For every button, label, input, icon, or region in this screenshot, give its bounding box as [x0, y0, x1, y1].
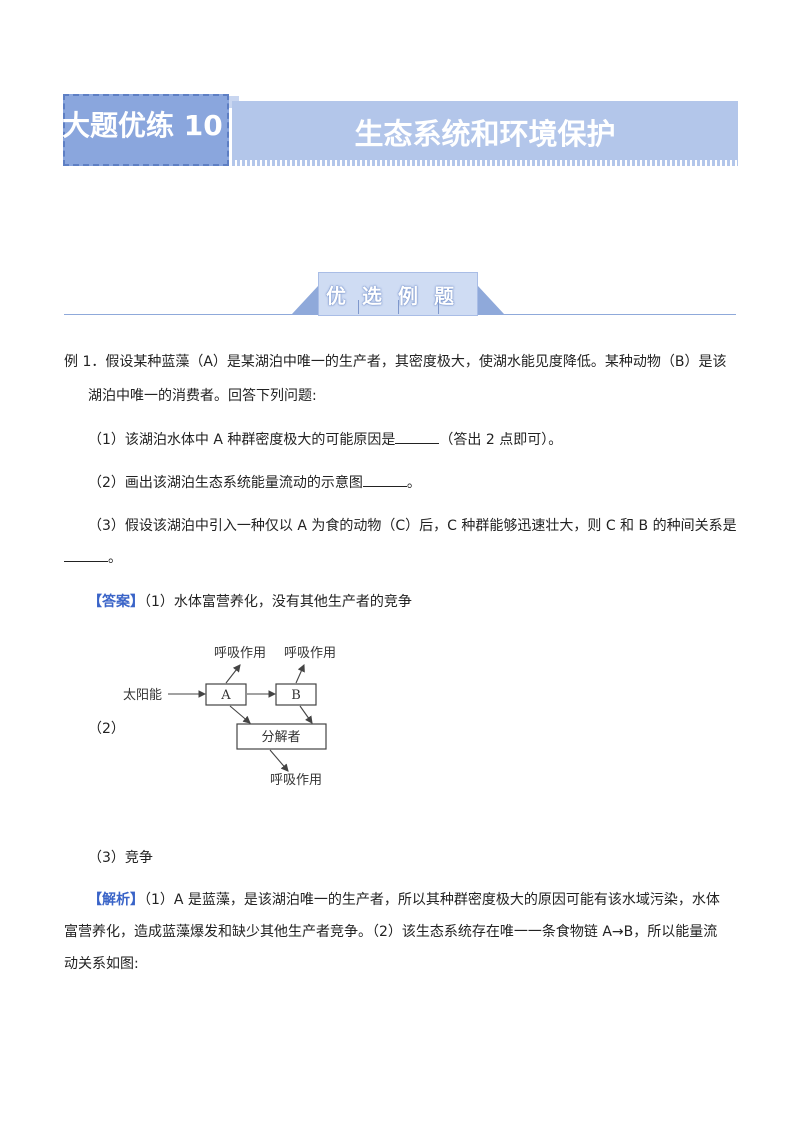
respiration-b-label: 呼吸作用: [284, 646, 336, 661]
node-a-label: A: [220, 688, 231, 703]
question-part-1-tail: （答出 2 点即可）。: [439, 432, 563, 448]
section-dash: [398, 300, 399, 314]
chapter-tag: [63, 94, 229, 166]
answer-label: 【答案】: [88, 594, 144, 610]
question-part-3-line2: 。: [64, 548, 122, 568]
question-part-2-tail: 。: [406, 475, 421, 491]
section-dash: [358, 300, 359, 314]
answer-1-text: （1）水体富营养化，没有其他生产者的竞争: [144, 594, 412, 610]
answer-2-label: （2）: [88, 721, 125, 737]
answer-blank: [362, 474, 407, 487]
solar-energy-label: 太阳能: [123, 688, 162, 703]
question-part-2: （2）画出该湖泊生态系统能量流动的示意图 。: [88, 473, 421, 493]
section-title: 优选例题: [326, 284, 470, 308]
energy-flow-diagram: 呼吸作用 呼吸作用 太阳能 A B 分解者 呼吸作用: [123, 646, 336, 788]
question-part-1: （1）该湖泊水体中 A 种群密度极大的可能原因是 （答出 2 点即可）。: [88, 430, 562, 450]
arrow-b-respiration: [295, 663, 305, 684]
respiration-a-label: 呼吸作用: [214, 646, 266, 661]
question-part-2-text: （2）画出该湖泊生态系统能量流动的示意图: [88, 475, 363, 491]
analysis-line-1-text: （1）A 是蓝藻，是该湖泊唯一的生产者，所以其种群密度极大的原因可能有该水域污染…: [144, 892, 720, 908]
answer-line-1: 【答案】（1）水体富营养化，没有其他生产者的竞争: [88, 592, 412, 612]
analysis-line-1: 【解析】（1）A 是蓝藻，是该湖泊唯一的生产者，所以其种群密度极大的原因可能有该…: [88, 890, 720, 910]
decomposer-box: [236, 723, 327, 750]
analysis-label: 【解析】: [88, 892, 144, 908]
arrow-a-to-decomposer: [229, 705, 251, 724]
arrow-decomposer-respiration: [269, 749, 289, 772]
arrow-a-respiration: [225, 664, 241, 684]
answer-blank: [395, 431, 440, 444]
question-part-3: （3）假设该湖泊中引入一种仅以 A 为食的动物（C）后，C 种群能够迅速壮大，则…: [88, 518, 737, 534]
topic-stripe: [232, 160, 738, 166]
section-wedge-left: [292, 286, 318, 314]
question-part-3-tail: 。: [108, 550, 122, 566]
question-stem-line2: 湖泊中唯一的消费者。回答下列问题:: [88, 388, 317, 404]
topic-title: 生态系统和环境保护: [354, 117, 616, 151]
header-banner: 大题优练 10 生态系统和环境保护: [0, 0, 800, 180]
analysis-line-3: 动关系如图:: [64, 956, 139, 972]
question-part-1-text: （1）该湖泊水体中 A 种群密度极大的可能原因是: [88, 432, 396, 448]
decomposer-label: 分解者: [261, 730, 300, 745]
node-b-label: B: [291, 688, 301, 703]
answer-blank: [64, 549, 108, 562]
topic-bar: [232, 101, 738, 160]
arrow-b-to-decomposer: [299, 705, 313, 724]
respiration-decomposer-label: 呼吸作用: [270, 773, 322, 788]
chapter-tag-text: 大题优练 10: [62, 109, 223, 142]
question-stem-line1: 例 1．假设某种蓝藻（A）是某湖泊中唯一的生产者，其密度极大，使湖水能见度降低。…: [64, 354, 727, 370]
section-wedge-right: [478, 286, 504, 314]
answer-3: （3）竞争: [88, 850, 153, 866]
analysis-line-2: 富营养化，造成蓝藻爆发和缺少其他生产者竞争。（2）该生态系统存在唯一一条食物链 …: [64, 924, 718, 940]
section-dash: [438, 300, 439, 314]
